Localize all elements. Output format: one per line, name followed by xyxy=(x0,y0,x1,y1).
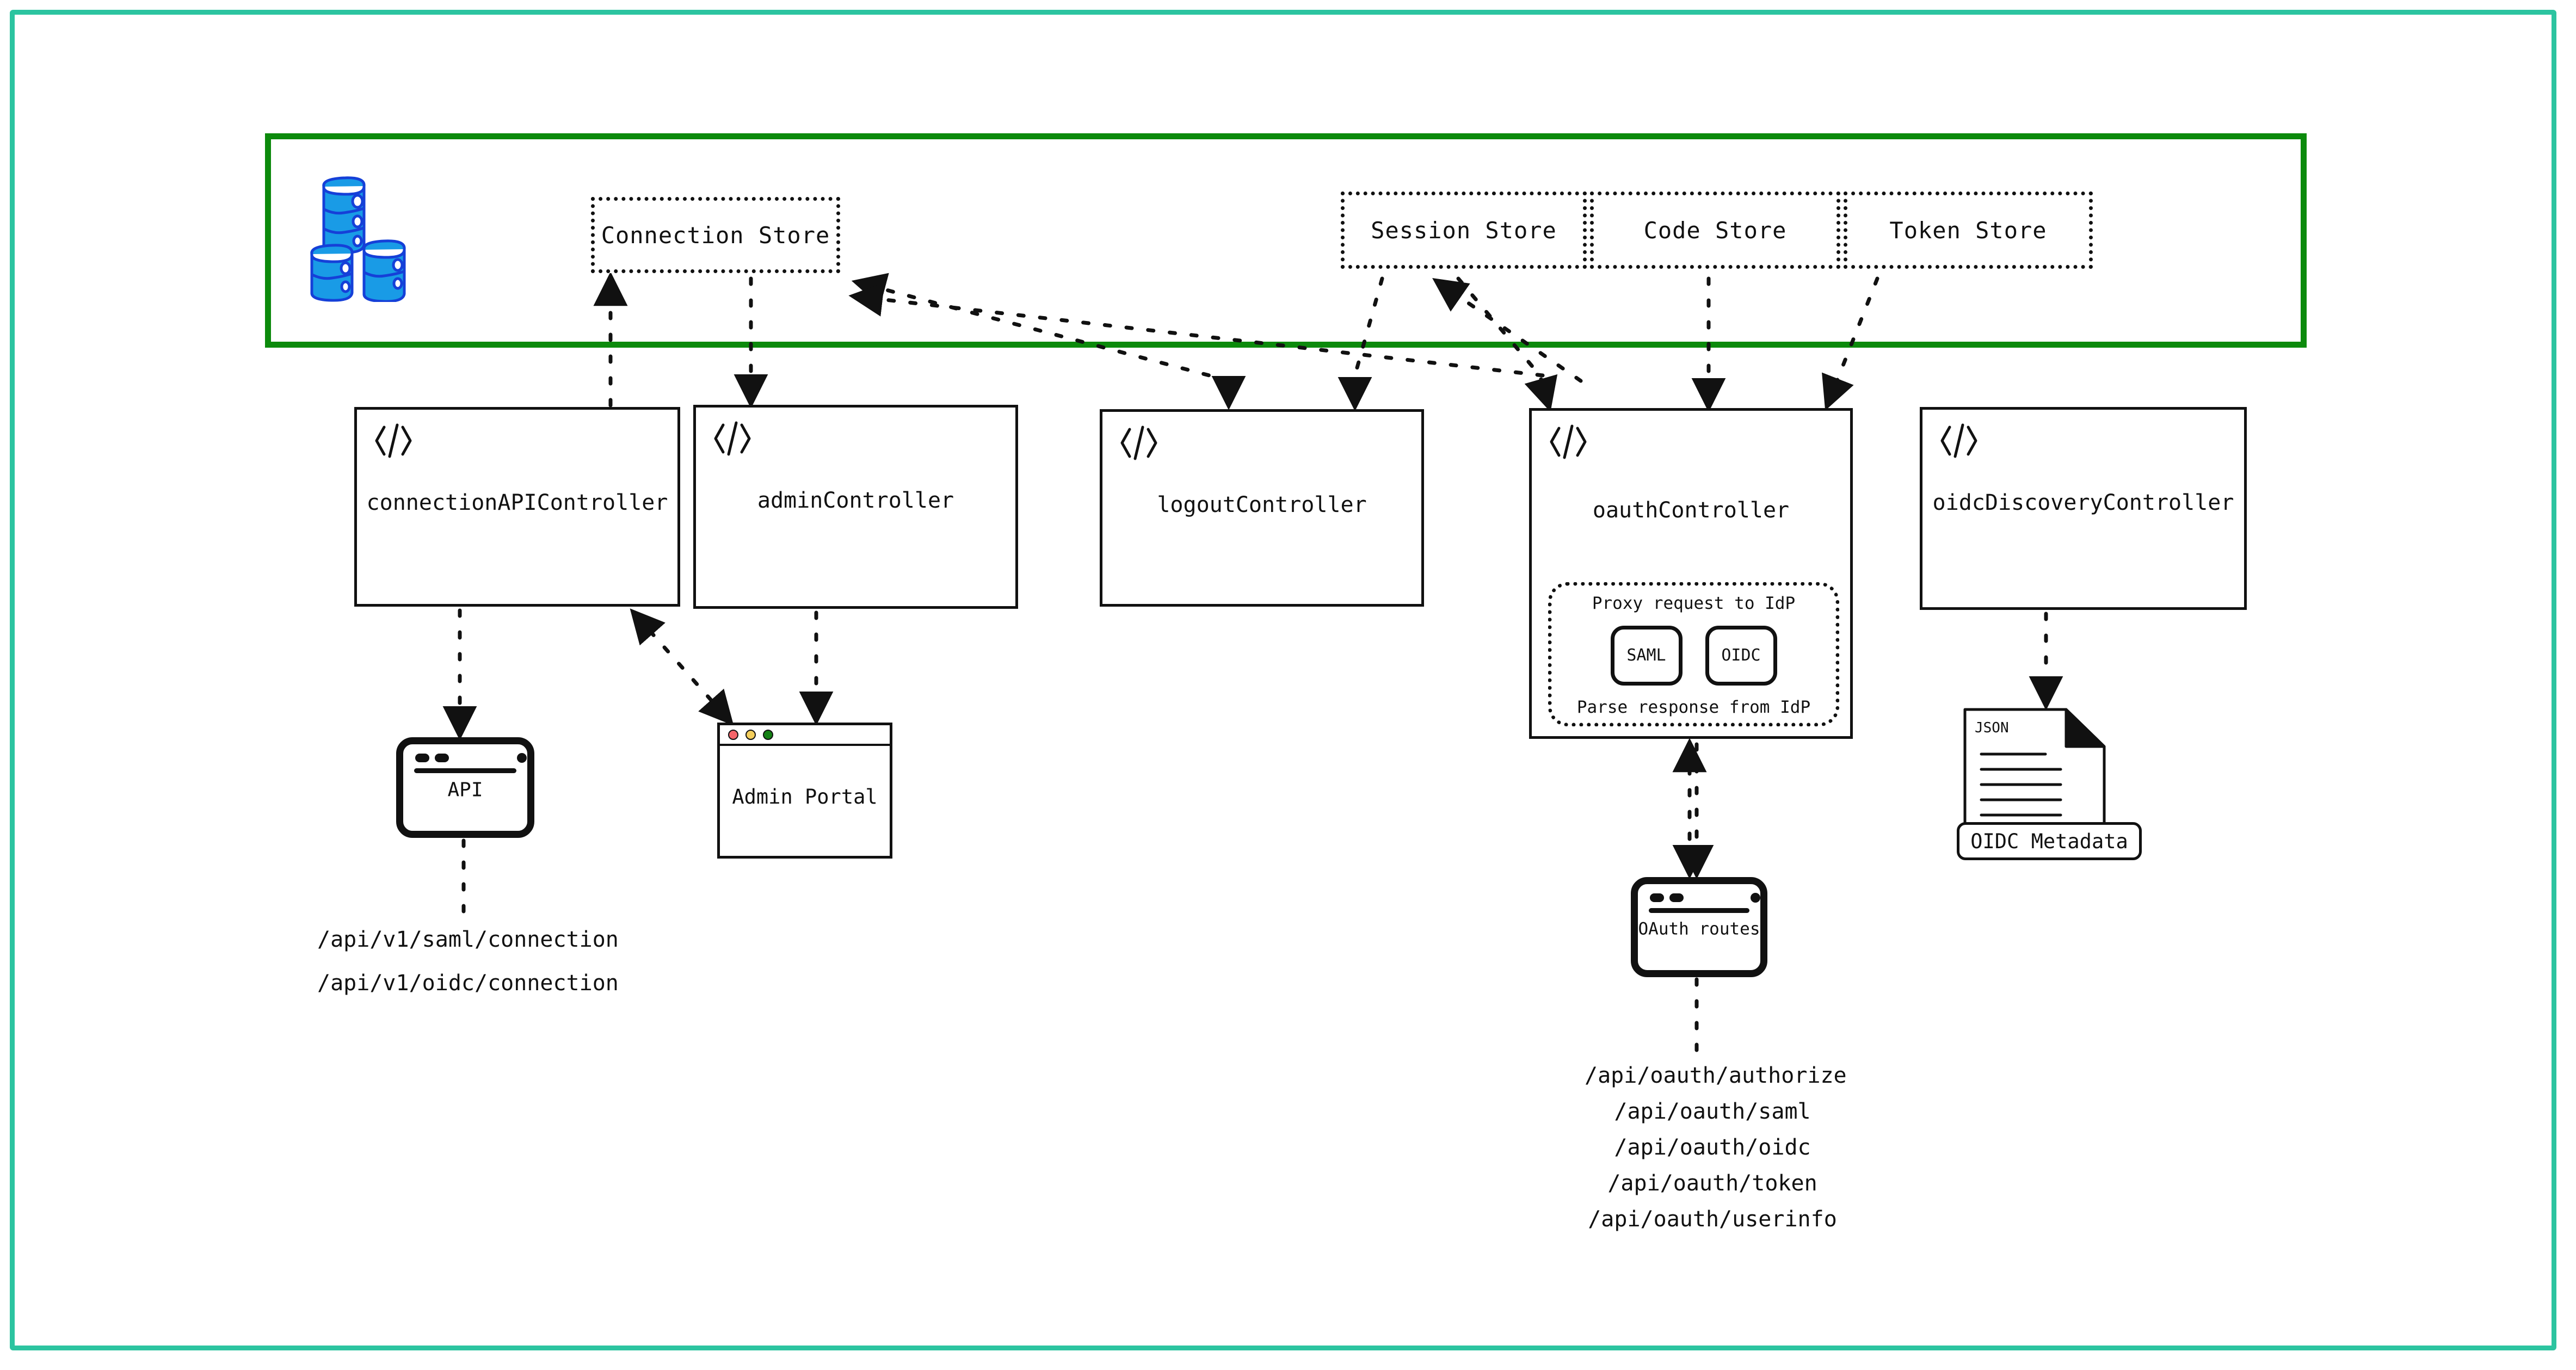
api-node-label: API xyxy=(447,779,483,801)
oidc-chip[interactable]: OIDC xyxy=(1705,625,1777,686)
code-brackets-icon xyxy=(375,423,412,458)
window-controls-icon xyxy=(415,753,527,763)
code-store-box[interactable]: Code Store xyxy=(1590,192,1840,269)
oidc-metadata-document-node[interactable]: JSON xyxy=(1963,707,2106,850)
endpoint-path: /api/oauth/saml xyxy=(1614,1099,1811,1124)
oauth-endpoint-list: /api/oauth/authorize /api/oauth/saml /ap… xyxy=(1585,1058,1847,1237)
database-cylinders-icon xyxy=(307,171,435,303)
oauth-controller-card[interactable]: oauthController Proxy request to IdP SAM… xyxy=(1529,408,1853,739)
window-controls-icon xyxy=(1650,893,1760,903)
parse-response-caption: Parse response from IdP xyxy=(1576,698,1811,717)
idp-chip-row: SAML OIDC xyxy=(1610,625,1777,686)
admin-controller-label: adminController xyxy=(757,488,954,513)
endpoint-path: /api/oauth/token xyxy=(1607,1171,1817,1196)
oidc-discovery-controller-card[interactable]: oidcDiscoveryController xyxy=(1920,407,2247,610)
endpoint-path: /api/oauth/oidc xyxy=(1614,1135,1811,1160)
window-title-rule xyxy=(414,768,516,773)
session-store-label: Session Store xyxy=(1371,217,1557,244)
oauth-routes-node[interactable]: OAuth routes xyxy=(1631,877,1767,977)
endpoint-path: /api/oauth/userinfo xyxy=(1588,1207,1837,1232)
endpoint-path: /api/v1/saml/connection xyxy=(317,927,619,952)
token-store-box[interactable]: Token Store xyxy=(1844,192,2093,269)
code-brackets-icon xyxy=(1550,424,1587,459)
window-title-rule xyxy=(1649,908,1749,913)
oidc-discovery-controller-label: oidcDiscoveryController xyxy=(1932,490,2234,515)
saml-chip[interactable]: SAML xyxy=(1610,625,1683,686)
session-store-box[interactable]: Session Store xyxy=(1341,192,1587,269)
connection-store-label: Connection Store xyxy=(601,221,830,249)
admin-portal-node[interactable]: Admin Portal xyxy=(717,723,892,859)
api-node[interactable]: API xyxy=(396,737,534,838)
endpoint-path: /api/oauth/authorize xyxy=(1585,1063,1847,1088)
maximize-dot[interactable] xyxy=(763,729,773,740)
admin-controller-card[interactable]: adminController xyxy=(693,405,1018,609)
admin-portal-titlebar xyxy=(720,725,890,746)
json-badge-text: JSON xyxy=(1975,720,2009,736)
connection-store-box[interactable]: Connection Store xyxy=(591,197,840,273)
connection-api-controller-label: connectionAPIController xyxy=(366,490,668,515)
connection-endpoint-list: /api/v1/saml/connection /api/v1/oidc/con… xyxy=(317,918,619,1005)
idp-proxy-group: Proxy request to IdP SAML OIDC Parse res… xyxy=(1548,582,1839,726)
minimize-dot[interactable] xyxy=(745,729,756,740)
code-store-label: Code Store xyxy=(1643,217,1787,244)
code-brackets-icon xyxy=(714,421,751,456)
token-store-label: Token Store xyxy=(1889,217,2047,244)
oidc-metadata-label: OIDC Metadata xyxy=(1957,822,2142,860)
oauth-routes-label: OAuth routes xyxy=(1638,919,1760,939)
connection-api-controller-card[interactable]: connectionAPIController xyxy=(354,407,680,607)
code-brackets-icon xyxy=(1940,423,1977,458)
outer-frame xyxy=(10,10,2556,1350)
oauth-controller-label: oauthController xyxy=(1592,498,1790,523)
proxy-request-caption: Proxy request to IdP xyxy=(1592,594,1796,613)
admin-portal-label: Admin Portal xyxy=(732,785,878,809)
logout-controller-card[interactable]: logoutController xyxy=(1100,409,1424,607)
endpoint-path: /api/v1/oidc/connection xyxy=(317,971,619,996)
json-document-icon: JSON xyxy=(1963,708,2106,850)
code-brackets-icon xyxy=(1120,425,1157,460)
close-dot[interactable] xyxy=(728,729,738,740)
logout-controller-label: logoutController xyxy=(1157,492,1367,517)
